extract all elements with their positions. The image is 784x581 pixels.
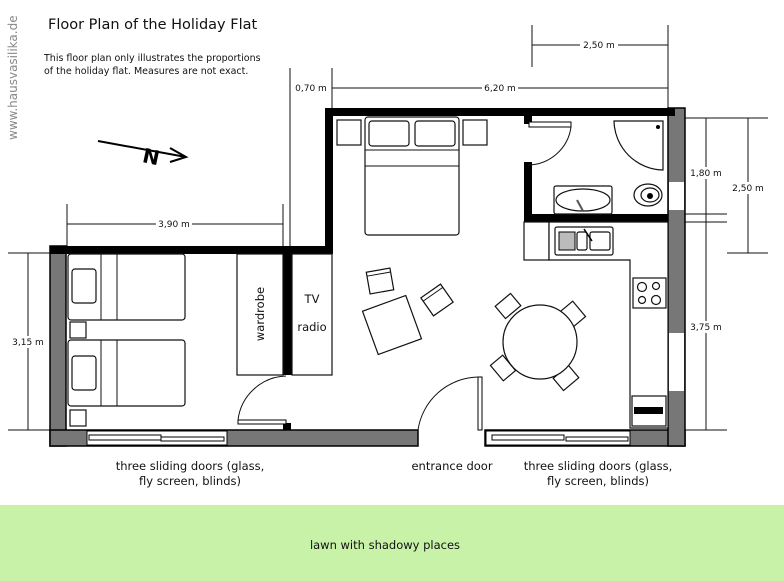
sliding-doors-right-label-1: three sliding doors (glass, bbox=[524, 459, 673, 473]
sink-drainboard bbox=[558, 231, 576, 251]
kitchen-counter bbox=[523, 221, 669, 429]
note-line-2: of the holiday flat. Measures are not ex… bbox=[44, 66, 248, 77]
toilet-icon bbox=[633, 183, 663, 207]
radio-label: radio bbox=[297, 320, 326, 334]
dim-right-upper: 2,50 m bbox=[732, 184, 764, 194]
shower-icon bbox=[613, 120, 664, 171]
dimension-labels: 2,50 m 6,20 m 0,70 m 3,90 m 3,15 m 1,80 … bbox=[10, 39, 766, 348]
dim-top-small: 2,50 m bbox=[583, 41, 615, 51]
entrance-door-label: entrance door bbox=[411, 459, 492, 473]
dim-left-width: 3,90 m bbox=[158, 220, 190, 230]
watermark: www.hausvasilika.de bbox=[6, 15, 20, 140]
bathroom-door[interactable] bbox=[527, 121, 572, 166]
note-line-1: This floor plan only illustrates the pro… bbox=[43, 53, 261, 64]
entrance-door[interactable] bbox=[417, 376, 483, 431]
washbasin-icon bbox=[553, 185, 613, 215]
sliding-doors-right-label-2: fly screen, blinds) bbox=[547, 474, 649, 488]
dim-left-height: 3,15 m bbox=[12, 338, 44, 348]
sliding-doors-left[interactable] bbox=[86, 430, 228, 446]
north-letter: N bbox=[141, 143, 162, 170]
dining-table bbox=[502, 304, 578, 380]
page-title: Floor Plan of the Holiday Flat bbox=[48, 17, 257, 33]
sliding-doors-left-label-2: fly screen, blinds) bbox=[139, 474, 241, 488]
north-arrow-icon: N bbox=[97, 140, 189, 170]
tv-cabinet bbox=[291, 253, 333, 376]
nightstand bbox=[462, 119, 488, 146]
sliding-doors-right[interactable] bbox=[485, 430, 631, 446]
nightstand bbox=[336, 119, 362, 146]
double-bed bbox=[364, 116, 460, 236]
oven-icon bbox=[631, 395, 667, 427]
armchair bbox=[365, 267, 395, 295]
dim-top-total: 6,20 m bbox=[484, 84, 516, 94]
wardrobe-label: wardrobe bbox=[253, 287, 267, 341]
bed-left-upper bbox=[67, 253, 186, 321]
coffee-table bbox=[361, 294, 423, 356]
dim-right-lower: 3,75 m bbox=[690, 323, 722, 333]
tv-label: TV bbox=[304, 292, 320, 306]
armchair bbox=[420, 283, 454, 317]
dim-offset: 0,70 m bbox=[295, 84, 327, 94]
wardrobe bbox=[236, 253, 284, 376]
bedroom-door[interactable] bbox=[237, 375, 287, 425]
stove-icon bbox=[632, 277, 667, 309]
bed-left-lower bbox=[67, 339, 186, 407]
sliding-doors-left-label-1: three sliding doors (glass, bbox=[116, 459, 265, 473]
nightstand bbox=[69, 409, 87, 427]
lawn-area bbox=[0, 505, 784, 581]
dim-bath-height: 1,80 m bbox=[690, 169, 722, 179]
nightstand bbox=[69, 321, 87, 339]
lawn-label: lawn with shadowy places bbox=[310, 538, 460, 552]
